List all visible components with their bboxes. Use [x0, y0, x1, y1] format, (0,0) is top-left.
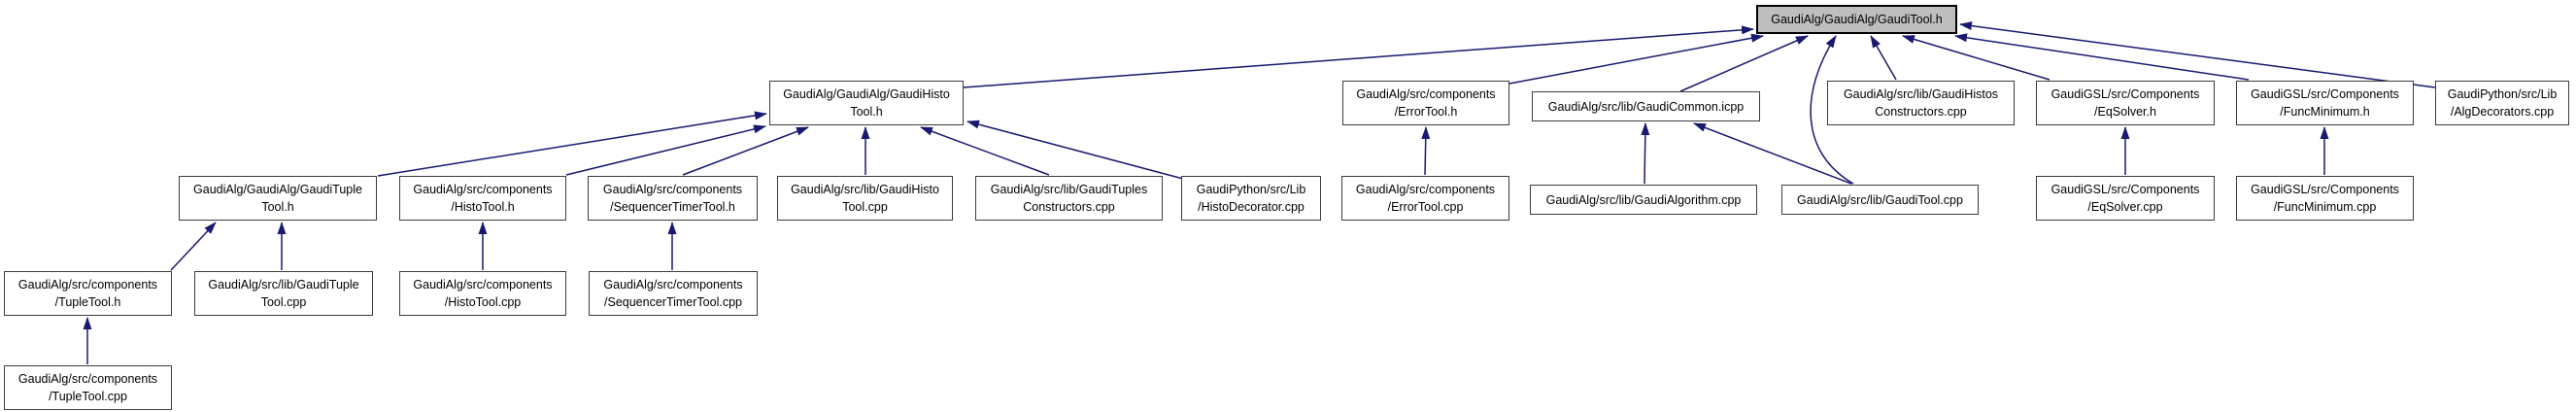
graph-node-label: /TupleTool.cpp: [49, 390, 127, 403]
graph-node-label: GaudiAlg/src/components: [602, 183, 743, 196]
edge-tuple-tool-h-to-gaudi-tuple-tool-h: [170, 222, 217, 271]
graph-node-label: GaudiGSL/src/Components: [2051, 183, 2200, 196]
graph-node-label: GaudiAlg/GaudiAlg/GaudiTool.h: [1771, 13, 1943, 26]
edge-func-minimum-h-to-gaudi-tool-h: [1954, 33, 2250, 81]
graph-node-label: /ErrorTool.h: [1394, 105, 1458, 119]
edge-histo-decorator-cpp-to-gaudi-histo-tool-h: [966, 120, 1184, 180]
graph-node-label: /SequencerTimerTool.h: [610, 200, 735, 214]
graph-node-label: GaudiAlg/src/components: [413, 183, 553, 196]
graph-node-label: GaudiPython/src/Lib: [1196, 183, 1306, 196]
edge-error-tool-cpp-to-error-tool-h: [1421, 126, 1431, 176]
graph-node-label: GaudiAlg/src/components: [17, 278, 158, 292]
graph-node-label: GaudiAlg/src/lib/GaudiTuple: [208, 278, 359, 292]
graph-node-histo-tool-cpp[interactable]: GaudiAlg/src/components/HistoTool.cpp: [399, 271, 566, 316]
edge-gaudi-histos-constructors-cpp-to-gaudi-tool-h: [1870, 35, 1897, 81]
edge-gaudi-algorithm-cpp-to-gaudi-common-icpp: [1641, 122, 1650, 185]
graph-node-label: /ErrorTool.cpp: [1387, 200, 1464, 214]
graph-node-label: GaudiAlg/src/lib/GaudiTool.cpp: [1797, 192, 1963, 207]
graph-node-eq-solver-h[interactable]: GaudiGSL/src/Components/EqSolver.h: [2036, 81, 2215, 125]
graph-node-label: GaudiAlg/src/components: [1356, 87, 1496, 101]
graph-node-label: GaudiAlg/GaudiAlg/GaudiTuple: [193, 183, 362, 196]
graph-node-alg-decorators-cpp[interactable]: GaudiPython/src/Lib/AlgDecorators.cpp: [2435, 81, 2569, 125]
graph-node-label: /HistoTool.cpp: [444, 295, 522, 309]
edge-sequencer-timer-tool-h-to-gaudi-histo-tool-h: [682, 126, 809, 176]
graph-node-gaudi-common-icpp[interactable]: GaudiAlg/src/lib/GaudiCommon.icpp: [1532, 91, 1760, 121]
graph-node-label: /TupleTool.h: [54, 295, 121, 309]
graph-node-eq-solver-cpp[interactable]: GaudiGSL/src/Components/EqSolver.cpp: [2036, 176, 2215, 221]
graph-node-label: Constructors.cpp: [1023, 200, 1115, 214]
graph-node-sequencer-timer-tool-cpp[interactable]: GaudiAlg/src/components/SequencerTimerTo…: [589, 271, 758, 316]
graph-node-label: GaudiGSL/src/Components: [2251, 183, 2399, 196]
graph-node-label: /HistoDecorator.cpp: [1198, 200, 1305, 214]
edge-error-tool-h-to-gaudi-tool-h: [1508, 33, 1764, 85]
graph-node-tuple-tool-cpp[interactable]: GaudiAlg/src/components/TupleTool.cpp: [4, 365, 172, 410]
edge-gaudi-histo-tool-h-to-gaudi-tool-h: [963, 25, 1754, 88]
graph-node-label: Tool.cpp: [260, 295, 307, 309]
graph-node-histo-tool-h[interactable]: GaudiAlg/src/components/HistoTool.h: [399, 176, 566, 221]
graph-node-label: GaudiAlg/GaudiAlg/GaudiHisto: [783, 87, 950, 101]
graph-node-label: /AlgDecorators.cpp: [2450, 105, 2555, 119]
graph-node-label: GaudiAlg/src/lib/GaudiTuples: [990, 183, 1148, 196]
graph-node-error-tool-cpp[interactable]: GaudiAlg/src/components/ErrorTool.cpp: [1341, 176, 1509, 221]
graph-node-label: GaudiGSL/src/Components: [2251, 87, 2399, 101]
graph-node-label: Tool.h: [850, 105, 883, 119]
graph-node-label: GaudiAlg/src/components: [17, 372, 158, 386]
graph-node-label: Tool.cpp: [842, 200, 888, 214]
graph-node-label: /FuncMinimum.cpp: [2273, 200, 2377, 214]
graph-node-label: /SequencerTimerTool.cpp: [604, 295, 742, 309]
graph-node-label: GaudiAlg/src/lib/GaudiHistos: [1843, 87, 1999, 101]
graph-node-label: /HistoTool.h: [451, 200, 515, 214]
edge-gaudi-common-icpp-to-gaudi-tool-h: [1679, 35, 1809, 92]
graph-node-label: /EqSolver.cpp: [2087, 200, 2163, 214]
graph-node-gaudi-tool-h[interactable]: GaudiAlg/GaudiAlg/GaudiTool.h: [1756, 5, 1957, 34]
graph-node-label: GaudiPython/src/Lib: [2447, 87, 2558, 101]
graph-node-gaudi-algorithm-cpp[interactable]: GaudiAlg/src/lib/GaudiAlgorithm.cpp: [1530, 185, 1757, 215]
graph-node-label: GaudiGSL/src/Components: [2051, 87, 2200, 101]
graph-node-gaudi-tool-cpp[interactable]: GaudiAlg/src/lib/GaudiTool.cpp: [1781, 185, 1979, 215]
graph-node-label: GaudiAlg/src/components: [603, 278, 743, 292]
edge-gaudi-tool-cpp-to-gaudi-common-icpp: [1693, 122, 1852, 185]
graph-node-label: /FuncMinimum.h: [2280, 105, 2370, 119]
graph-node-label: Constructors.cpp: [1875, 105, 1967, 119]
graph-node-func-minimum-h[interactable]: GaudiGSL/src/Components/FuncMinimum.h: [2236, 81, 2414, 125]
edge-histo-tool-h-to-gaudi-histo-tool-h: [565, 124, 766, 176]
graph-node-label: GaudiAlg/src/components: [1355, 183, 1496, 196]
edge-eq-solver-h-to-gaudi-tool-h: [1902, 35, 2051, 81]
graph-node-sequencer-timer-tool-h[interactable]: GaudiAlg/src/components/SequencerTimerTo…: [588, 176, 758, 221]
graph-node-label: Tool.h: [261, 200, 294, 214]
graph-node-tuple-tool-h[interactable]: GaudiAlg/src/components/TupleTool.h: [4, 271, 172, 316]
graph-node-label: GaudiAlg/src/lib/GaudiHisto: [791, 183, 939, 196]
graph-node-label: GaudiAlg/src/lib/GaudiAlgorithm.cpp: [1545, 192, 1742, 207]
graph-node-label: /EqSolver.h: [2094, 105, 2156, 119]
graph-node-label: GaudiAlg/src/components: [413, 278, 553, 292]
graph-node-func-minimum-cpp[interactable]: GaudiGSL/src/Components/FuncMinimum.cpp: [2236, 176, 2414, 221]
graph-node-histo-decorator-cpp[interactable]: GaudiPython/src/Lib/HistoDecorator.cpp: [1181, 176, 1321, 221]
edge-gaudi-tuple-tool-h-to-gaudi-histo-tool-h: [377, 111, 767, 177]
edge-alg-decorators-cpp-to-gaudi-tool-h: [1959, 21, 2436, 88]
edge-gaudi-tuples-constructors-cpp-to-gaudi-histo-tool-h: [920, 126, 1050, 176]
graph-node-label: GaudiAlg/src/lib/GaudiCommon.icpp: [1547, 99, 1745, 114]
graph-node-error-tool-h[interactable]: GaudiAlg/src/components/ErrorTool.h: [1342, 81, 1509, 125]
